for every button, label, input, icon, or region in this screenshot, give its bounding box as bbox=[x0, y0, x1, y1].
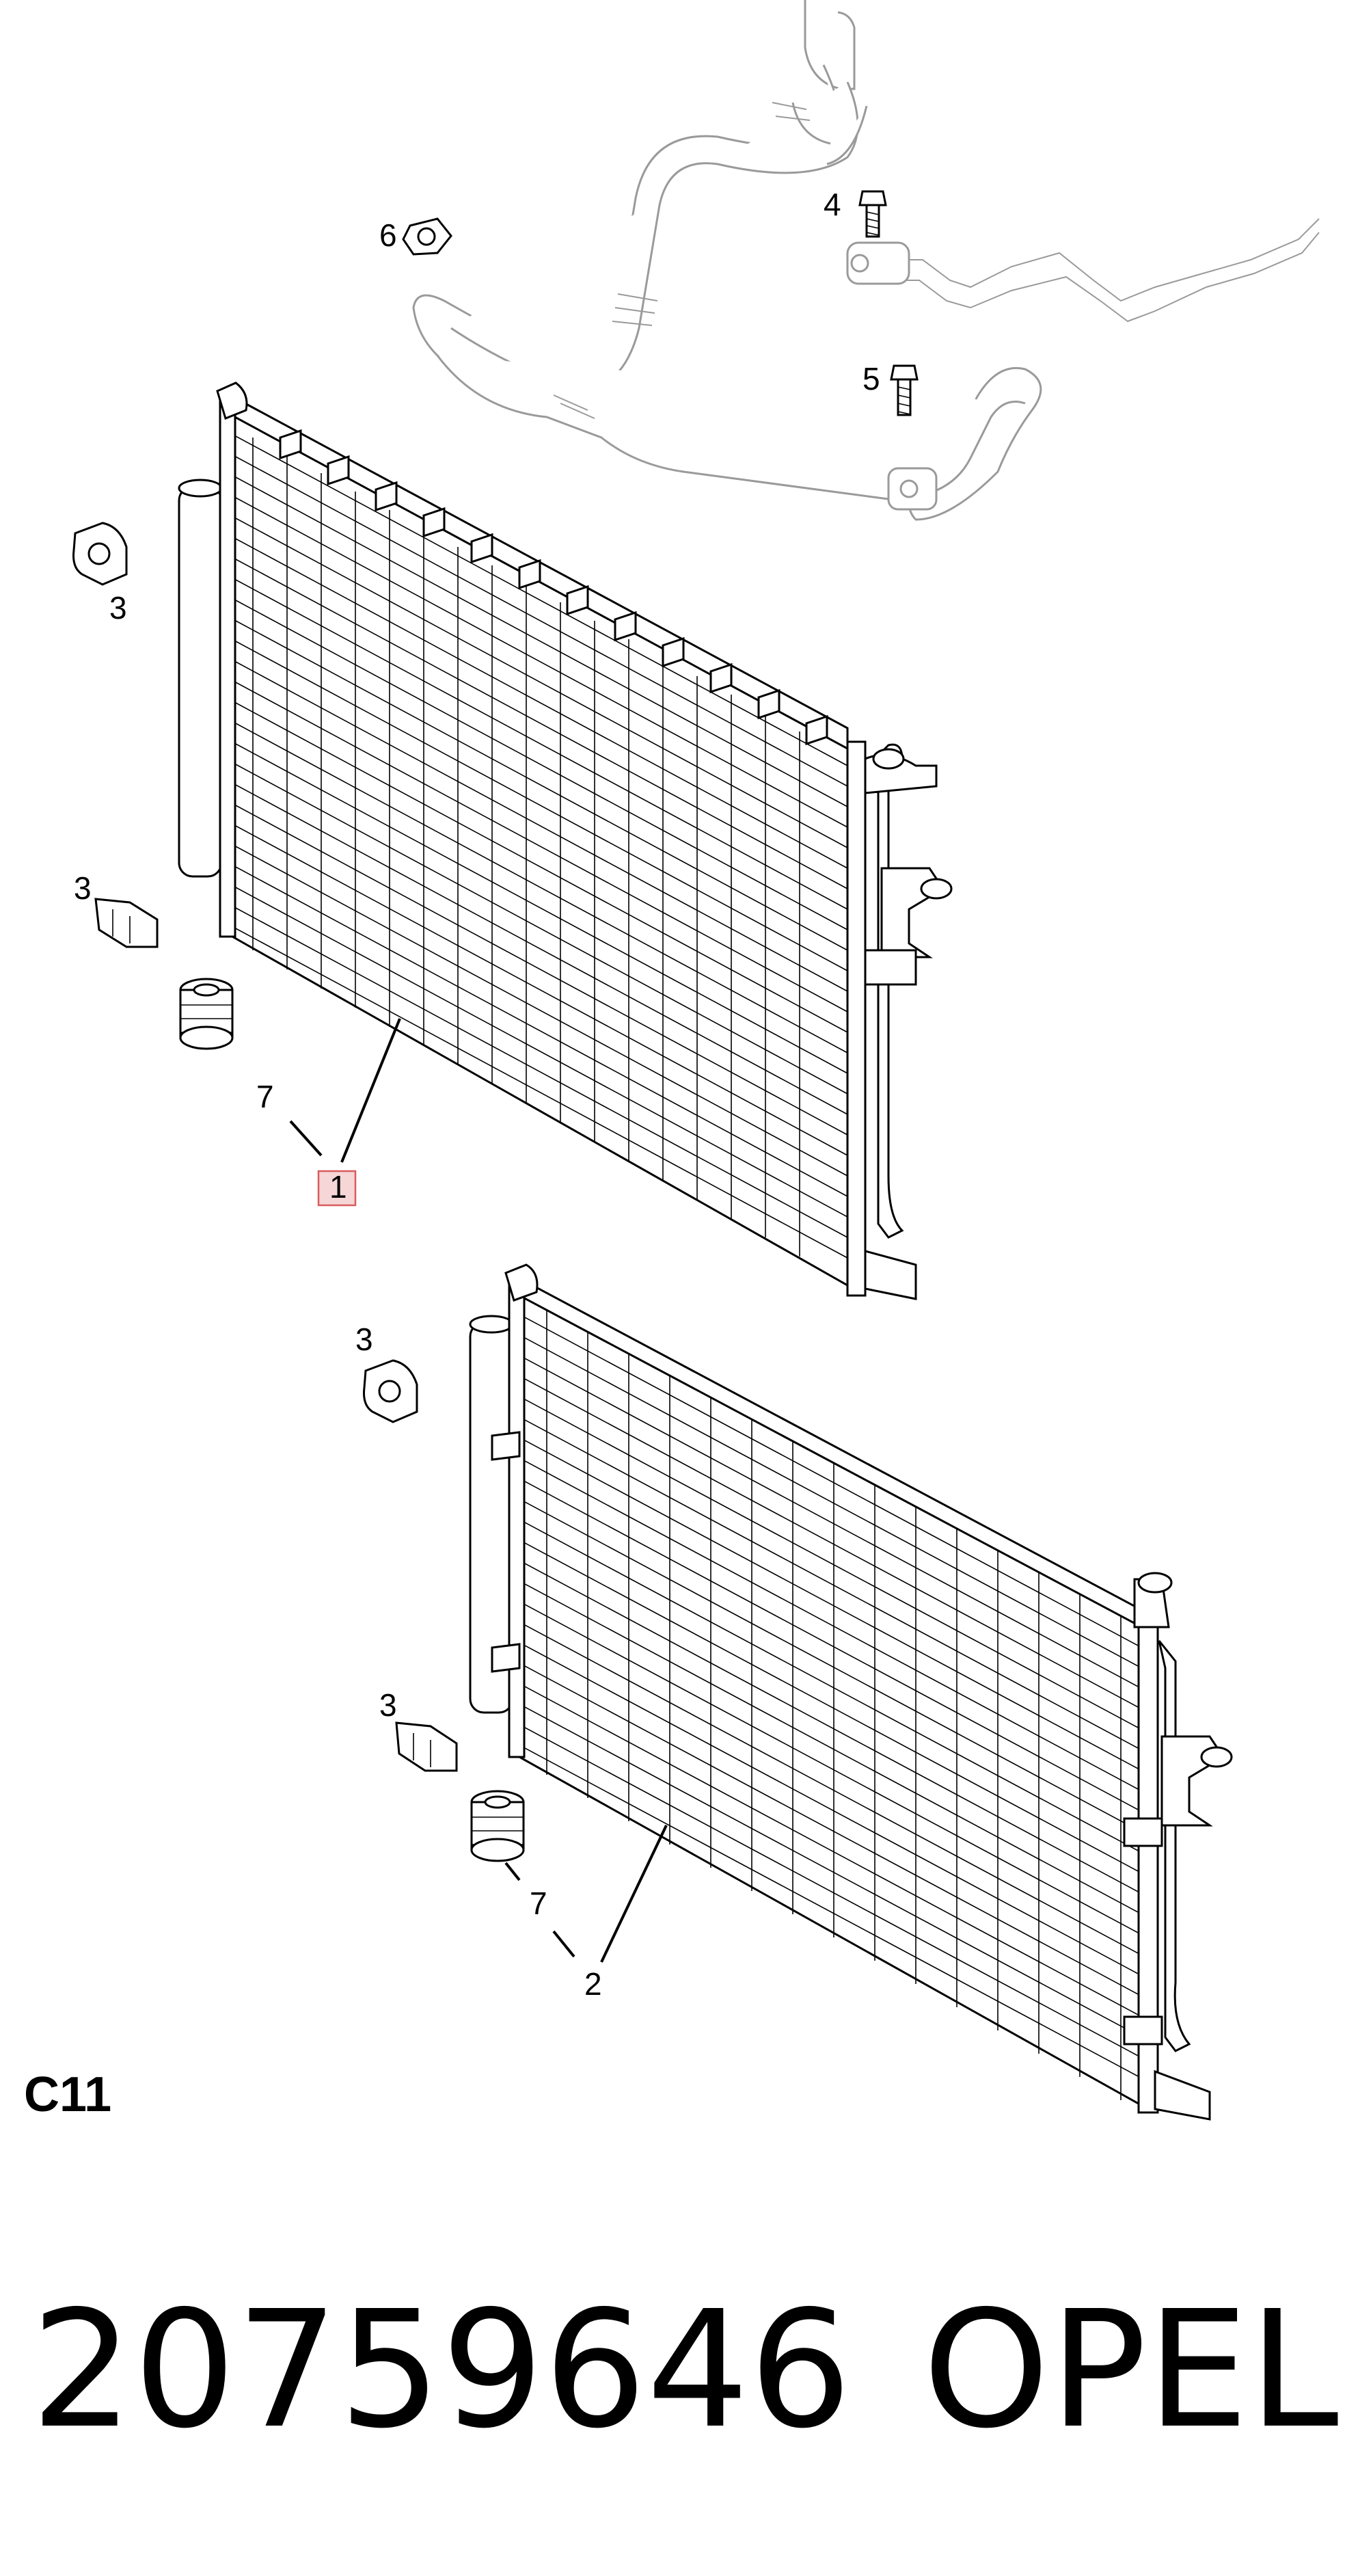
section-code: C11 bbox=[24, 2067, 111, 2122]
clip-3-left bbox=[94, 898, 159, 948]
callout-1-highlight bbox=[317, 1170, 357, 1207]
brand-name: OPEL bbox=[923, 2276, 1339, 2464]
callout-4: 4 bbox=[824, 187, 841, 222]
callout-5: 5 bbox=[862, 361, 880, 397]
callout-3-d: 3 bbox=[379, 1687, 397, 1723]
bolt-5 bbox=[890, 364, 919, 416]
callout-7-b: 7 bbox=[530, 1886, 547, 1921]
callout-3-a: 3 bbox=[109, 590, 127, 626]
bracket-3-upper-left bbox=[72, 522, 128, 586]
mount-7-upper bbox=[179, 978, 234, 1050]
callout-1: 1 bbox=[329, 1169, 347, 1205]
callout-2: 2 bbox=[584, 1966, 602, 2002]
callout-3-c: 3 bbox=[355, 1321, 373, 1357]
callout-7-a: 7 bbox=[256, 1079, 274, 1114]
bolt-4 bbox=[858, 190, 887, 238]
callout-3-b: 3 bbox=[74, 870, 92, 906]
clip-3-lower bbox=[395, 1721, 458, 1772]
condenser-2 bbox=[469, 1263, 1233, 2121]
bracket-3-mid bbox=[363, 1359, 418, 1423]
part-number: 20759646 bbox=[31, 2276, 852, 2464]
condenser-1 bbox=[178, 381, 953, 1300]
nut-6 bbox=[402, 217, 452, 256]
ac-pipe-assembly bbox=[412, 0, 1320, 521]
mount-7-lower bbox=[470, 1790, 525, 1862]
callout-6: 6 bbox=[379, 217, 397, 253]
